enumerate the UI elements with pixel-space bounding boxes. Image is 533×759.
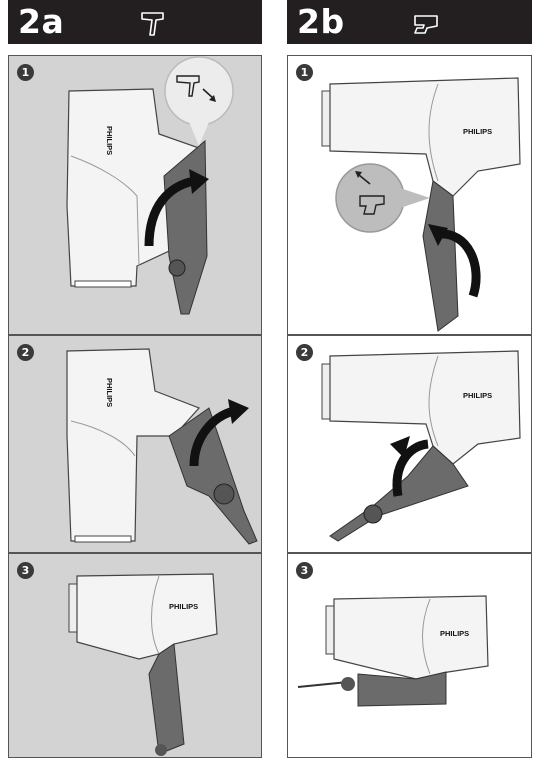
column-title: 2b (297, 2, 345, 41)
brand-label: PHILIPS (105, 126, 114, 155)
column-header-2a: 2a (8, 0, 262, 44)
dryer-illustration: PHILIPS (9, 336, 261, 552)
dryer-illustration: PHILIPS (9, 554, 261, 757)
brand-label: PHILIPS (463, 127, 492, 136)
brand-label: PHILIPS (169, 602, 198, 611)
column-title: 2a (18, 2, 64, 41)
dryer-illustration: PHILIPS (288, 56, 531, 334)
brand-label: PHILIPS (105, 378, 114, 407)
column-header-2b: 2b (287, 0, 532, 44)
brand-label: PHILIPS (440, 629, 469, 638)
vertical-stand-icon (138, 8, 168, 38)
horizontal-stand-icon (411, 8, 441, 38)
brand-label: PHILIPS (463, 391, 492, 400)
step-panel-2b-1: 1 PHILIPS (287, 55, 532, 335)
step-panel-2a-1: 1 PHILIPS (8, 55, 262, 335)
step-panel-2a-2: 2 PHILIPS (8, 335, 262, 553)
step-panel-2b-2: 2 PHILIPS (287, 335, 532, 553)
dryer-illustration: PHILIPS (9, 56, 261, 334)
step-panel-2b-3: 3 PHILIPS (287, 553, 532, 758)
dryer-illustration: PHILIPS (288, 554, 531, 757)
dryer-illustration: PHILIPS (288, 336, 531, 552)
step-panel-2a-3: 3 PHILIPS (8, 553, 262, 758)
